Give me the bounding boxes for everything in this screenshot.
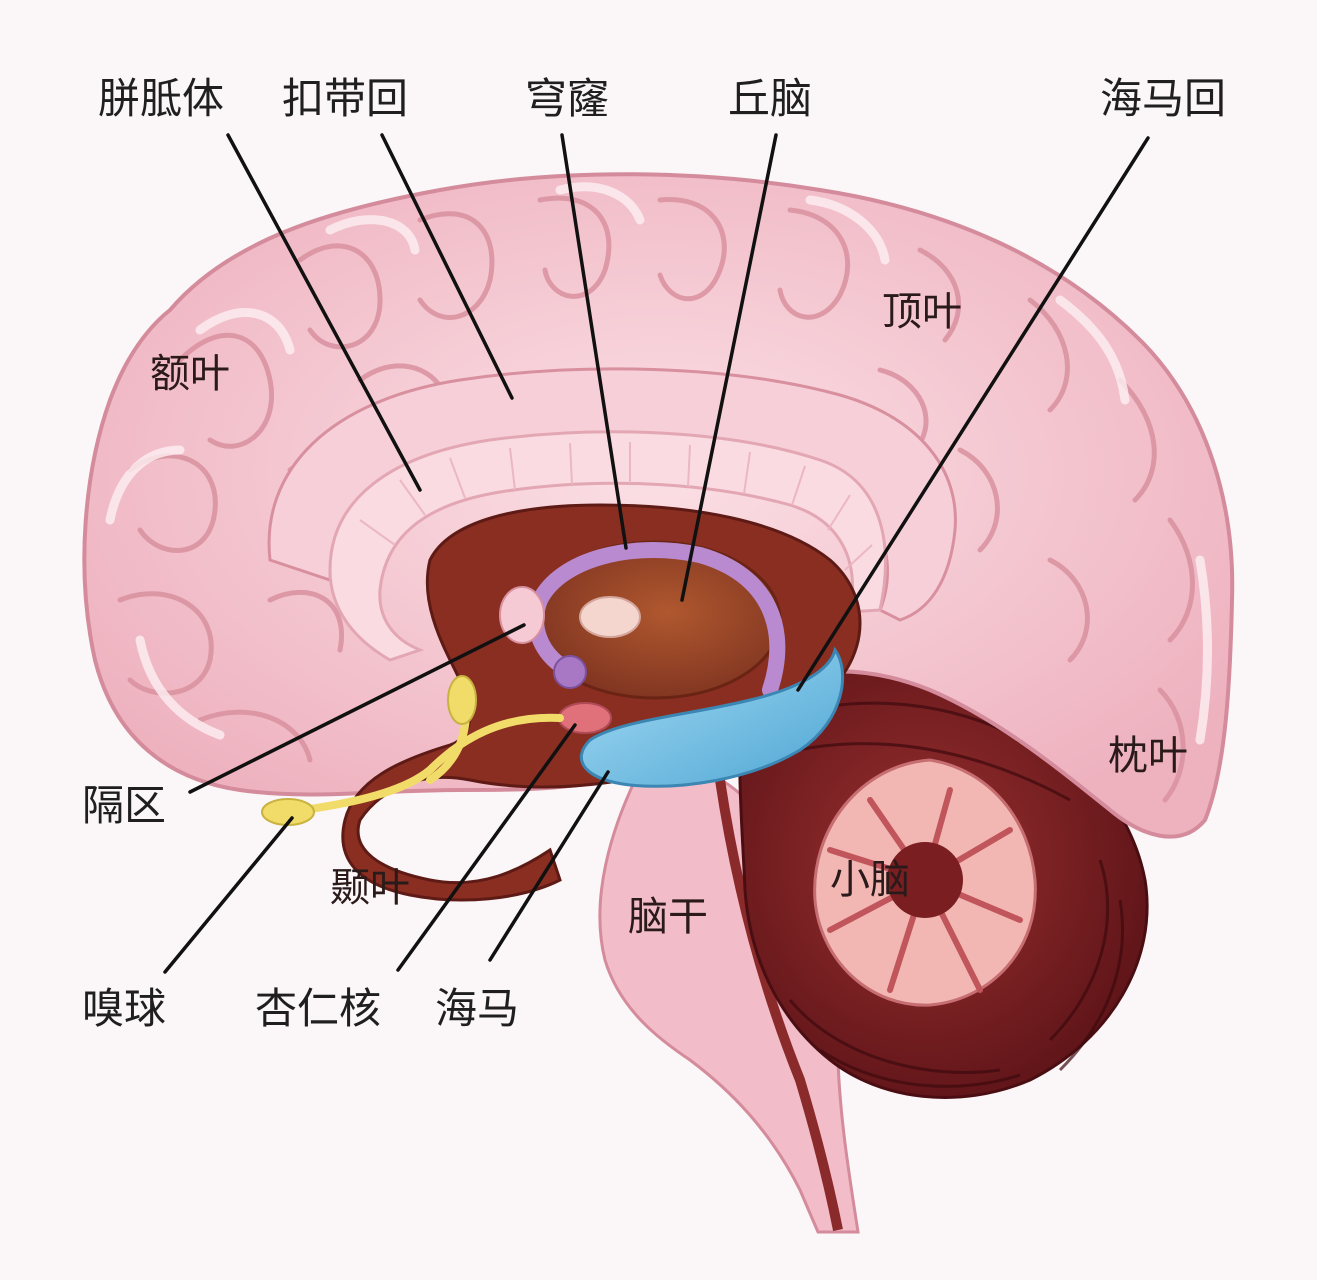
interthalamic-adhesion [579, 596, 641, 638]
label-amygdala: 杏仁核 [255, 984, 382, 1033]
label-parahippocampal-gyrus: 海马回 [1100, 74, 1227, 123]
cortex-highlights [105, 182, 1212, 745]
label-cerebellum: 小脑 [830, 857, 910, 903]
leader-cingulate-gyrus [380, 133, 514, 400]
label-frontal-lobe: 额叶 [150, 351, 230, 397]
olfactory-bulb-top [447, 675, 477, 725]
label-parietal-lobe: 顶叶 [882, 289, 962, 335]
amygdala-shape [558, 702, 612, 734]
brainstem-fissure [715, 779, 843, 1231]
corpus-callosum-shape [328, 430, 887, 662]
leader-thalamus [680, 133, 778, 602]
leader-parahippocampal-gyrus [796, 136, 1150, 692]
label-septal-area: 隔区 [82, 781, 167, 830]
leader-septal-area [188, 623, 526, 794]
label-olfactory-bulb: 嗅球 [82, 984, 167, 1033]
leader-lines [163, 133, 1150, 974]
leader-amygdala [396, 723, 577, 972]
label-thalamus: 丘脑 [728, 74, 813, 123]
label-brainstem: 脑干 [628, 894, 708, 940]
leader-corpus-callosum [226, 133, 422, 492]
septal-area-shape [499, 586, 545, 644]
label-corpus-callosum: 胼胝体 [98, 74, 225, 123]
label-cingulate-gyrus: 扣带回 [282, 74, 409, 123]
leader-olfactory-bulb [163, 816, 294, 974]
corpus-callosum-fibers [359, 442, 873, 571]
label-hippocampus: 海马 [435, 984, 520, 1033]
mammillary-body [553, 655, 587, 689]
leader-hippocampus [488, 770, 610, 962]
arbor-vitae [813, 758, 1037, 1007]
label-fornix: 穹窿 [525, 74, 610, 123]
olfactory-tract [286, 713, 564, 816]
hippocampus-shape [579, 646, 845, 788]
leader-fornix [560, 133, 628, 550]
label-temporal-lobe: 颞叶 [330, 865, 410, 911]
label-occipital-lobe: 枕叶 [1108, 733, 1188, 779]
